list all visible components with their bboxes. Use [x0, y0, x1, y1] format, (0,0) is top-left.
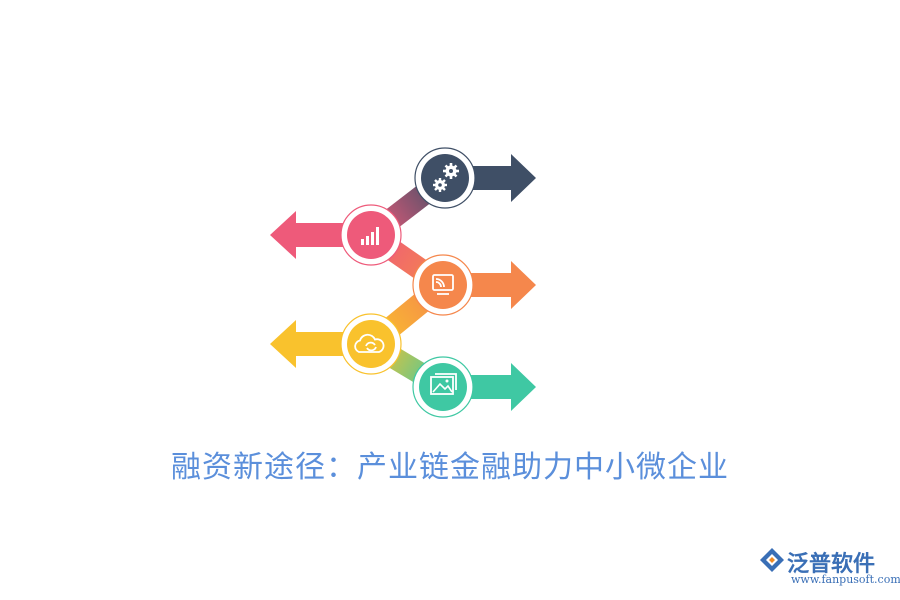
bar-chart-icon	[361, 227, 379, 245]
diagram-title: 融资新途径：产业链金融助力中小微企业	[171, 450, 729, 485]
node-step-1	[414, 147, 476, 209]
screen-cast-icon	[432, 274, 454, 295]
node-step-3	[412, 254, 474, 316]
logo-brand-name: 泛普软件	[787, 552, 876, 577]
gears-icon	[433, 163, 459, 192]
logo-mark-icon	[760, 548, 784, 572]
node-step-5	[412, 356, 474, 418]
node-step-2	[340, 204, 402, 266]
cloud-sync-icon	[354, 333, 385, 353]
node-step-4	[340, 313, 402, 375]
brand-logo[interactable]: 泛普软件 www.fanpusoft.com	[759, 546, 900, 586]
logo-url: www.fanpusoft.com	[791, 573, 900, 586]
image-gallery-icon	[430, 373, 457, 395]
